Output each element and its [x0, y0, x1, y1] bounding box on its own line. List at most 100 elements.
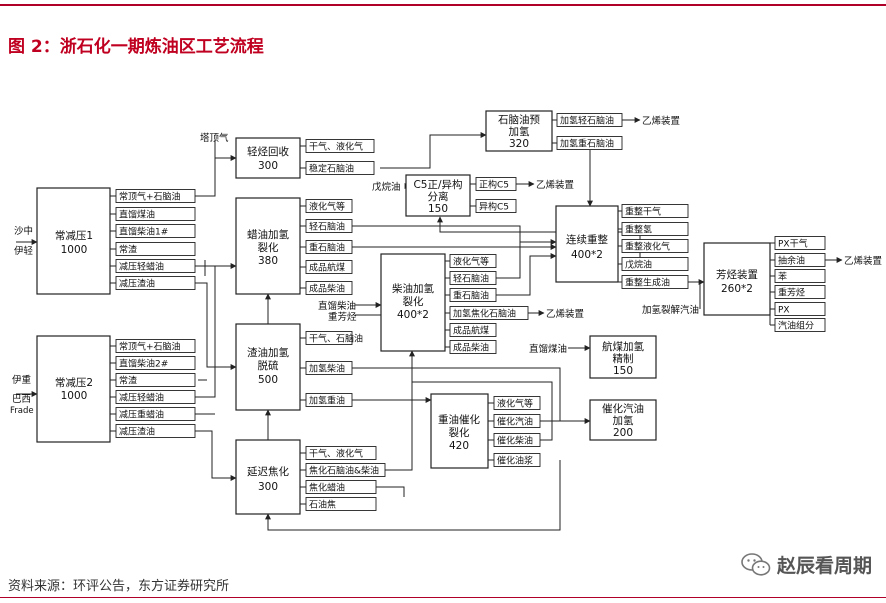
figure-title: 图 2：浙石化一期炼油区工艺流程 — [8, 37, 264, 57]
arom-name: 芳烃装置 — [716, 268, 758, 281]
stream-label: 重整氢 — [625, 224, 652, 236]
stream-arom-0: PX干气 — [774, 236, 826, 250]
stream-label: 加氢重油 — [309, 395, 345, 407]
stream-label: 减压轻蜡油 — [119, 392, 164, 404]
stream-box — [305, 480, 377, 494]
stream-u2-5: 减压渣油 — [115, 424, 196, 438]
stream-box — [493, 414, 541, 428]
stream-u2-0: 常顶气+石脑油 — [115, 339, 196, 353]
unit-naphtha-pretreat-box — [485, 110, 553, 152]
stream-box — [493, 396, 541, 410]
stream-label: 苯 — [778, 271, 787, 283]
stream-naphpre-0: 加氢轻石脑油 — [556, 113, 623, 127]
stream-box — [305, 497, 377, 511]
stream-u1-5: 减压渣油 — [115, 276, 196, 290]
stream-wax-4: 成品柴油 — [305, 281, 353, 295]
stream-box — [115, 424, 196, 438]
stream-box — [115, 390, 196, 404]
stream-u1-4: 减压轻蜡油 — [115, 259, 196, 273]
dhc-name2: 裂化 — [403, 295, 424, 308]
stream-box — [305, 161, 375, 175]
unit-cdu1-box — [36, 187, 111, 295]
stream-box — [774, 269, 826, 283]
rds-name1: 渣油加氢 — [247, 346, 289, 359]
stream-label: 焦化蜡油 — [309, 482, 345, 494]
resid-to-rds-arrow — [195, 282, 237, 370]
cdu2-cap: 1000 — [61, 390, 88, 402]
stream-box — [493, 433, 541, 447]
arom-cap: 260*2 — [721, 283, 753, 295]
stream-resid-1: 加氢柴油 — [305, 361, 353, 375]
stream-label: 抽余油 — [778, 255, 805, 267]
stream-light-0: 干气、液化气 — [305, 139, 375, 153]
stream-label: 常顶气+石脑油 — [119, 341, 181, 353]
stream-u1-3: 常渣 — [115, 242, 196, 256]
stream-label: 重整液化气 — [625, 241, 670, 253]
dhc-cap: 400*2 — [397, 309, 429, 321]
stream-label: 催化汽油 — [497, 416, 533, 428]
stream-label: 直馏煤油 — [119, 209, 155, 221]
stream-label: 焦化石脑油&柴油 — [309, 465, 379, 477]
stream-label: 液化气等 — [497, 398, 533, 410]
stream-box — [621, 275, 689, 289]
stream-label: 减压轻蜡油 — [119, 261, 164, 273]
stream-box — [115, 356, 196, 370]
coker-naphtha-to-dhc-line — [385, 352, 413, 471]
wax-hc-name2: 裂化 — [258, 241, 279, 254]
stream-box — [556, 113, 623, 127]
stream-label: PX干气 — [778, 238, 808, 250]
stream-arom-2: 苯 — [774, 269, 826, 283]
stream-box — [449, 254, 497, 268]
stream-fcc-0: 液化气等 — [493, 396, 541, 410]
feed-topgas: 塔顶气 — [200, 132, 229, 144]
stream-u1-2: 直馏柴油1# — [115, 224, 196, 238]
ccr-name: 连续重整 — [566, 233, 608, 246]
stream-label: 减压渣油 — [119, 426, 155, 438]
stream-box — [115, 276, 196, 290]
stream-label: 减压渣油 — [119, 278, 155, 290]
watermark-text: 赵辰看周期 — [776, 555, 872, 577]
stream-u2-3: 减压轻蜡油 — [115, 390, 196, 404]
out-ethylene-1: 乙烯装置 — [642, 115, 680, 127]
stream-label: 直馏柴油1# — [119, 226, 168, 238]
stream-box — [115, 259, 196, 273]
fcc-cap: 420 — [449, 440, 469, 452]
stream-label: 重整生成油 — [625, 277, 670, 289]
coker-name: 延迟焦化 — [247, 465, 289, 478]
stream-naphpre-1: 加氢重石脑油 — [556, 136, 623, 150]
stream-box — [774, 285, 826, 299]
stream-arom-3: 重芳烃 — [774, 285, 826, 299]
stream-box — [115, 407, 196, 421]
stream-label: 石油焦 — [309, 499, 336, 511]
stream-box — [475, 199, 517, 213]
hydro-diesel-to-dhc-arrow — [352, 350, 415, 369]
bottom-rule — [0, 597, 886, 598]
cdu2-name: 常减压2 — [55, 376, 93, 389]
stream-u2-4: 减压重蜡油 — [115, 407, 196, 421]
resid-to-coker-arrow — [195, 430, 237, 481]
stream-label: 轻石脑油 — [453, 273, 489, 285]
stream-wax-1: 轻石脑油 — [305, 219, 353, 233]
unit-cdu2-box — [36, 335, 111, 443]
unit-light-hc-box — [235, 137, 301, 179]
stream-label: 轻石脑油 — [309, 221, 345, 233]
stream-box — [493, 453, 541, 467]
fccg-name1: 催化汽油 — [602, 402, 644, 415]
feed-sr-diesel: 直馏柴油 — [318, 300, 356, 312]
stream-label: 加氢焦化石脑油 — [453, 308, 516, 320]
c5-name1: C5正/异构 — [413, 178, 462, 191]
unit-dhc-box — [380, 253, 446, 352]
stream-label: 加氢轻石脑油 — [560, 115, 614, 127]
stream-u1-0: 常顶气+石脑油 — [115, 189, 196, 203]
stream-label: 重整干气 — [625, 206, 661, 218]
dhc-name1: 柴油加氢 — [392, 282, 434, 295]
stream-box — [621, 239, 689, 253]
stream-label: 直馏柴油2# — [119, 358, 168, 370]
naphtha-to-pretreat-arrow — [380, 132, 487, 169]
stream-label: 戊烷油 — [625, 259, 652, 271]
wax-hc-cap: 380 — [258, 255, 278, 267]
stream-wax-3: 成品航煤 — [305, 260, 353, 274]
wax-lightnaphtha-line — [352, 225, 521, 242]
feed-heavy-aromatics: 重芳烃 — [328, 311, 357, 323]
